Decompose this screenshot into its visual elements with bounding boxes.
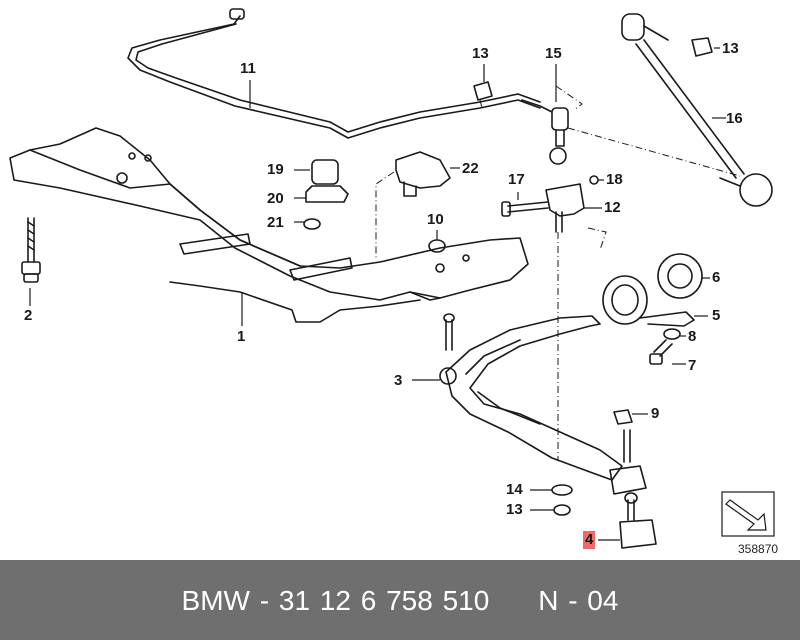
wishbone-3 <box>445 315 623 481</box>
ball-joint-4 <box>627 499 635 521</box>
footer-caption: BMW - 31 12 6 758 510 N - 04 <box>181 585 619 616</box>
axle-carrier-hole-2 <box>128 152 136 160</box>
nut-13-right <box>691 37 713 57</box>
footer-ref: N - 04 <box>538 585 619 616</box>
link-15-joint <box>549 147 567 165</box>
nut-13-top <box>473 81 493 101</box>
callout-21: 21 <box>267 214 284 231</box>
nut-9 <box>613 409 633 425</box>
callout-12: 12 <box>604 199 621 216</box>
diagram-drawing <box>9 8 775 549</box>
bolt-2-head <box>21 261 41 275</box>
bracket-22 <box>395 151 451 189</box>
bracket-20 <box>305 185 349 203</box>
callout-11: 11 <box>240 60 256 77</box>
callout-5: 5 <box>712 307 721 324</box>
bracket-12 <box>545 183 585 217</box>
axle-carrier <box>9 127 529 301</box>
direction-symbol <box>721 491 775 537</box>
axle-carrier-mount-2 <box>289 257 353 281</box>
nut-10 <box>428 239 446 253</box>
callout-4-highlighted: 4 <box>583 531 596 549</box>
callout-9: 9 <box>651 405 660 422</box>
callout-19: 19 <box>267 161 284 178</box>
ball-joint-stud <box>445 319 453 351</box>
washer-8 <box>663 328 681 340</box>
anti-roll-bar-inner <box>135 23 541 133</box>
callout-1: 1 <box>237 328 246 345</box>
ball-joint-upper <box>623 429 631 463</box>
washer-14 <box>551 484 573 496</box>
link-16-rod <box>635 39 745 179</box>
anti-roll-bar-end <box>229 8 245 20</box>
callout-13-top: 13 <box>472 45 489 62</box>
footer-bar: BMW - 31 12 6 758 510 N - 04 <box>0 560 800 640</box>
axle-carrier-edge-2 <box>29 149 171 189</box>
callout-22: 22 <box>462 160 479 177</box>
link-16-top <box>621 13 645 41</box>
callout-10: 10 <box>427 211 444 228</box>
callout-7: 7 <box>688 357 697 374</box>
footer-part-number: 31 12 6 758 510 <box>278 585 490 616</box>
callout-16: 16 <box>726 110 743 127</box>
axle-carrier-mount <box>179 233 251 255</box>
link-16-bottom <box>739 173 773 207</box>
callout-20: 20 <box>267 190 284 207</box>
callout-6: 6 <box>712 269 721 286</box>
callout-3: 3 <box>394 372 403 389</box>
diagram-code: 358870 <box>738 542 779 556</box>
nut-13-lower <box>553 504 571 516</box>
bolt-17 <box>507 201 549 213</box>
callout-13-lower: 13 <box>506 501 523 518</box>
axle-carrier-side <box>409 291 441 301</box>
footer-brand: BMW <box>181 585 250 616</box>
callout-13-right: 13 <box>722 40 739 57</box>
nut-21 <box>303 218 321 230</box>
anti-roll-bar <box>127 15 541 139</box>
wishbone-bush <box>439 367 457 385</box>
callout-18: 18 <box>606 171 623 188</box>
callout-15: 15 <box>545 45 562 62</box>
axle-carrier-hole-4 <box>435 263 445 273</box>
axle-carrier-edge <box>169 183 301 267</box>
nut-18 <box>589 175 599 185</box>
rubber-mount-19 <box>311 159 339 185</box>
callout-17: 17 <box>508 171 525 188</box>
axle-carrier-hole <box>116 172 128 184</box>
axle-carrier-hole-5 <box>462 254 470 262</box>
bracket-5 <box>602 275 648 325</box>
bush-6 <box>657 253 703 299</box>
callout-2: 2 <box>24 307 33 324</box>
callout-8: 8 <box>688 328 697 345</box>
parts-diagram: 11 1 2 3 4 5 6 7 8 9 10 12 13 13 13 14 1… <box>9 8 779 556</box>
callout-14: 14 <box>506 481 523 498</box>
axle-carrier-foot <box>169 281 421 323</box>
axle-carrier-hole-3 <box>144 154 152 162</box>
link-15-head <box>551 107 569 131</box>
